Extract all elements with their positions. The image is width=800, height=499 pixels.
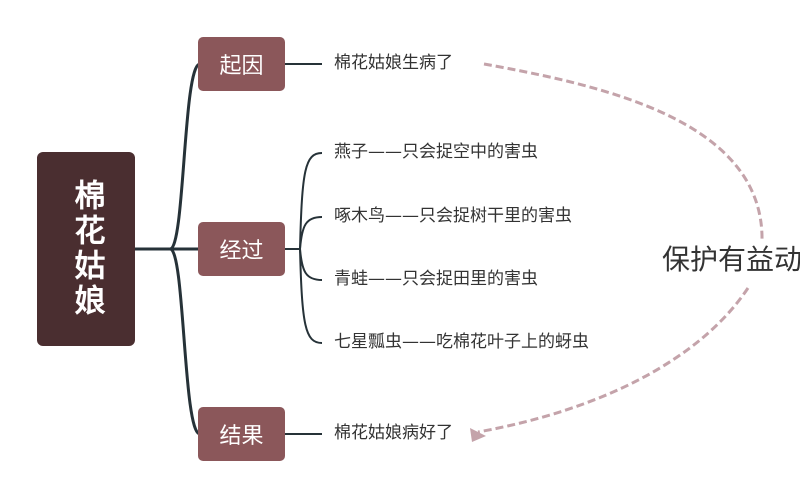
branch-label: 结果 <box>219 424 264 449</box>
branch-cause[interactable]: 起因 <box>198 37 285 91</box>
branch-label: 起因 <box>219 54 264 79</box>
dashed-arc-upper <box>483 62 764 243</box>
leaf-process-1: 燕子——只会捉空中的害虫 <box>334 142 538 162</box>
leaf-process-4: 七星瓢虫——吃棉花叶子上的蚜虫 <box>334 332 589 352</box>
root-label: 棉花姑娘 <box>68 179 105 319</box>
branch-label: 经过 <box>219 239 264 264</box>
summary-label: 保护有益动物 <box>662 243 800 276</box>
leaf-cause: 棉花姑娘生病了 <box>334 53 453 73</box>
dashed-arc-lower <box>477 287 750 434</box>
connector-process-to-leaf-1 <box>299 152 323 250</box>
arrowhead <box>470 428 486 442</box>
connector-process-to-leaf-3 <box>299 248 323 281</box>
leaf-result: 棉花姑娘病好了 <box>334 423 453 443</box>
branch-result[interactable]: 结果 <box>198 407 285 461</box>
connector-process-to-leaf-2 <box>299 216 323 250</box>
leaf-process-3: 青蛙——只会捉田里的害虫 <box>334 269 538 289</box>
connector-root-to-cause <box>133 62 202 251</box>
connector-process-to-leaf-4 <box>299 248 323 344</box>
root-node[interactable]: 棉花姑娘 <box>37 152 135 346</box>
branch-process[interactable]: 经过 <box>198 222 285 276</box>
leaf-process-2: 啄木鸟——只会捉树干里的害虫 <box>334 206 572 226</box>
connector-root-to-result <box>133 247 202 436</box>
